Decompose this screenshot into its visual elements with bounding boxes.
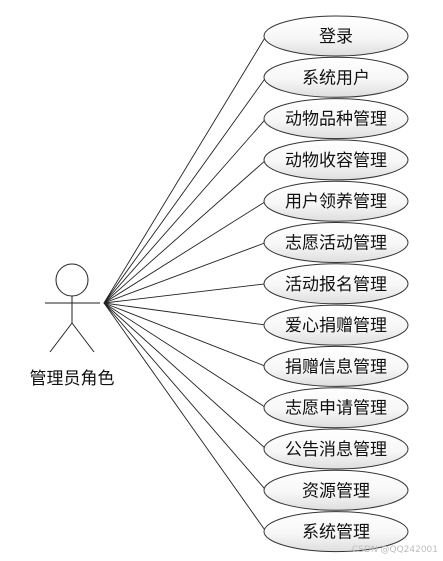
- use-case-ellipse: [263, 345, 409, 387]
- watermark: CSDN @QQ242001: [352, 545, 438, 555]
- use-case-ellipse: [263, 180, 409, 222]
- association-line: [103, 302, 267, 367]
- actor-left-leg: [49, 322, 73, 353]
- use-case: 系统管理: [263, 511, 409, 553]
- association-line: [103, 302, 267, 326]
- use-case-label: 捐赠信息管理: [285, 357, 387, 377]
- use-case: 志愿申请管理: [263, 387, 409, 429]
- association-line: [103, 159, 267, 304]
- use-case: 动物品种管理: [263, 98, 409, 140]
- use-case-label: 爱心捐赠管理: [285, 316, 387, 336]
- use-case: 用户领养管理: [263, 180, 409, 222]
- use-case-ellipse: [263, 222, 409, 263]
- association-line: [103, 302, 267, 409]
- use-case-ellipse: [263, 428, 409, 470]
- use-case: 登录: [263, 15, 409, 57]
- association-line: [103, 77, 267, 304]
- association-line: [103, 302, 267, 491]
- use-case-list: 登录系统用户动物品种管理动物收容管理用户领养管理志愿活动管理活动报名管理爱心捐赠…: [263, 15, 409, 553]
- use-case: 公告消息管理: [263, 428, 409, 470]
- use-case-ellipse: [263, 56, 409, 98]
- association-line: [103, 118, 267, 304]
- use-case-label: 志愿申请管理: [285, 399, 387, 419]
- use-case: 系统用户: [263, 56, 409, 98]
- use-case: 爱心捐赠管理: [263, 304, 409, 346]
- use-case-label: 志愿活动管理: [285, 234, 387, 254]
- use-case: 志愿活动管理: [263, 222, 409, 263]
- use-case-ellipse: [263, 469, 409, 511]
- use-case-ellipse: [263, 387, 409, 429]
- use-case-ellipse: [263, 304, 409, 346]
- use-case-label: 公告消息管理: [285, 440, 387, 460]
- actor-right-leg: [71, 322, 95, 353]
- use-case-label: 动物品种管理: [285, 110, 387, 130]
- use-case-label: 动物收容管理: [285, 151, 387, 171]
- use-case-ellipse: [263, 263, 409, 305]
- use-case-ellipse: [263, 98, 409, 140]
- actor-label: 管理员角色: [30, 369, 115, 389]
- association-line: [103, 200, 267, 304]
- association-line: [103, 283, 267, 304]
- association-line: [103, 302, 267, 450]
- use-case-label: 活动报名管理: [285, 275, 387, 295]
- association-line: [103, 242, 267, 304]
- actor-figure: 管理员角色: [30, 263, 115, 389]
- association-line: [103, 35, 267, 304]
- use-case: 活动报名管理: [263, 263, 409, 305]
- use-case-label: 资源管理: [302, 481, 370, 501]
- association-lines: [103, 35, 267, 532]
- use-case-label: 登录: [319, 27, 353, 47]
- use-case: 捐赠信息管理: [263, 345, 409, 387]
- use-case-label: 系统用户: [302, 68, 370, 88]
- use-case: 动物收容管理: [263, 139, 409, 181]
- use-case: 资源管理: [263, 469, 409, 511]
- use-case-ellipse: [263, 139, 409, 181]
- use-case-label: 用户领养管理: [285, 192, 387, 212]
- use-case-ellipse: [263, 15, 409, 57]
- association-line: [103, 302, 267, 532]
- use-case-label: 系统管理: [302, 523, 370, 543]
- use-case-ellipse: [263, 511, 409, 553]
- actor-head: [55, 263, 89, 297]
